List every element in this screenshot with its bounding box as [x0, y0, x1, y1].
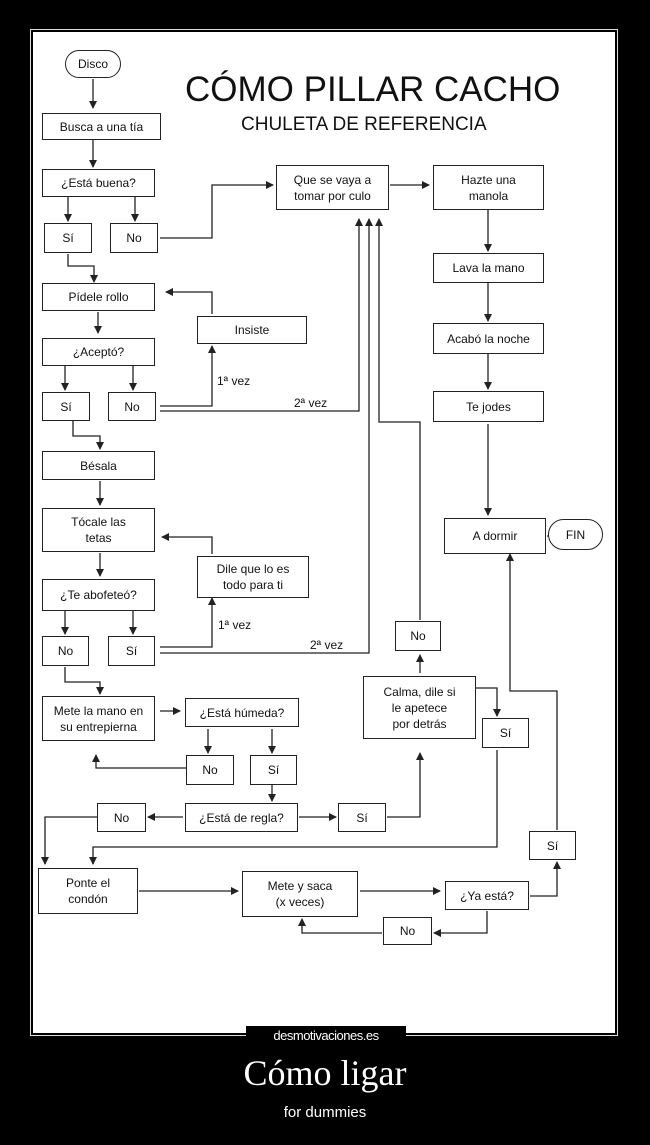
node-humeda: ¿Está húmeda? [185, 698, 299, 727]
node-tocale: Tócale las tetas [42, 508, 155, 552]
edge-label-2a-vez-abofeteo: 2ª vez [310, 638, 344, 652]
chart-title: CÓMO PILLAR CACHO [185, 70, 561, 109]
node-no-ya-esta: No [383, 917, 432, 945]
node-a-dormir: A dormir [444, 518, 546, 554]
node-mete-mano: Mete la mano en su entrepierna [42, 696, 155, 741]
node-disco: Disco [65, 50, 121, 78]
node-fin: FIN [548, 519, 603, 550]
node-si-ya-esta: Sí [529, 831, 576, 860]
node-pidele: Pídele rollo [42, 283, 155, 311]
node-mete-saca: Mete y saca (x veces) [242, 871, 358, 917]
node-besala: Bésala [42, 451, 155, 480]
node-ponte: Ponte el condón [38, 868, 138, 914]
node-no-regla: No [97, 803, 146, 832]
node-no-humeda: No [186, 755, 234, 785]
chart-subtitle: CHULETA DE REFERENCIA [241, 114, 487, 135]
node-dile: Dile que lo es todo para ti [197, 556, 309, 598]
edge-label-1a-vez-dile: 1ª vez [218, 618, 252, 632]
node-regla: ¿Está de regla? [185, 803, 298, 832]
node-no-acepto: No [108, 392, 156, 421]
node-si-calma: Sí [482, 718, 529, 748]
node-ya-esta: ¿Ya está? [445, 881, 529, 910]
node-abofeteo: ¿Te abofeteó? [42, 579, 155, 611]
node-te-jodes: Te jodes [433, 391, 544, 422]
node-insiste: Insiste [197, 316, 307, 344]
caption-title: Cómo ligar [243, 1053, 407, 1093]
node-no-buena: No [110, 223, 158, 253]
edge-label-2a-vez-acepto: 2ª vez [294, 396, 328, 410]
node-si-buena: Sí [44, 223, 92, 253]
node-que-se-vaya: Que se vaya a tomar por culo [276, 165, 389, 210]
node-si-regla: Sí [338, 803, 386, 832]
node-hazte: Hazte una manola [433, 165, 544, 210]
caption-subtitle: for dummies [283, 1104, 367, 1121]
node-no-abofeteo: No [42, 636, 89, 666]
node-acabo: Acabó la noche [433, 323, 544, 354]
site-watermark: desmotivaciones.es [246, 1026, 406, 1046]
node-lava: Lava la mano [433, 253, 544, 283]
node-no-calma: No [395, 621, 441, 651]
node-esta-buena: ¿Está buena? [42, 169, 155, 197]
edge-label-1a-vez-insiste: 1ª vez [217, 374, 251, 388]
node-si-acepto: Sí [42, 392, 90, 421]
node-si-abofeteo: Sí [108, 636, 155, 666]
node-busca: Busca a una tía [42, 113, 161, 140]
node-si-humeda: Sí [250, 755, 297, 785]
node-acepto: ¿Aceptó? [42, 338, 155, 366]
node-calma: Calma, dile si le apetece por detrás [363, 676, 476, 739]
